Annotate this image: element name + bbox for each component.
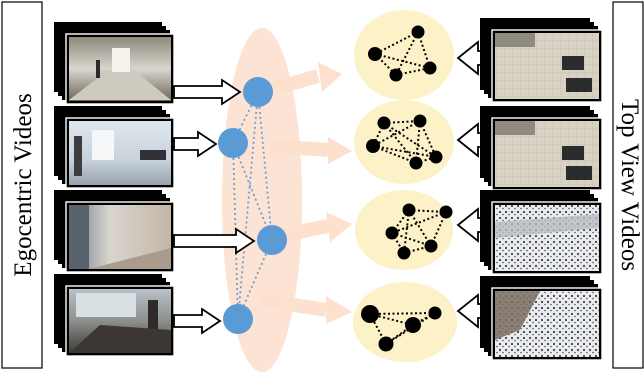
egocentric-stack-3 [54,190,175,273]
graph-node [439,205,453,219]
right-graph-2 [354,100,454,184]
graph-node [366,139,380,153]
input-arrows [173,78,256,335]
graph-node [409,156,423,170]
flow-arrow-4 [260,293,328,317]
egocentric-stack-1 [54,22,175,105]
graph-node [361,305,379,323]
graph-node [389,68,403,82]
graph-node [378,336,394,352]
graph-node [429,150,443,164]
right-graph-3 [355,190,453,270]
egocentric-videos-label: Egocentric Videos [10,93,37,276]
topview-label-box: Top View Videos [612,1,644,369]
flow-arrow-head-3 [326,212,352,242]
topview-stack-2 [480,106,603,191]
input-arrow-3 [173,227,256,255]
topview-stack-4 [480,276,603,361]
flow-arrow-head-1 [318,62,342,92]
central-node-4 [223,304,253,334]
input-arrow-2 [173,130,218,158]
graph-node [368,47,382,61]
egocentric-stack-2 [54,106,175,189]
flow-arrows [260,62,352,324]
topview-stack-3 [480,190,603,275]
graph-node [423,61,437,75]
graph-node [397,246,411,260]
graph-node [377,116,391,130]
topview-arrows [456,40,499,329]
central-node-3 [257,225,287,255]
graph-node [411,25,425,39]
graph-node [428,306,442,320]
flow-arrow-head-4 [326,296,352,324]
flow-arrow-3 [276,219,330,243]
graph-node [385,226,399,240]
input-arrow-1 [173,78,242,106]
topview-stack-1 [480,18,603,103]
top-view-videos-label: Top View Videos [616,99,643,271]
central-node-2 [218,128,248,158]
central-graph-nodes [218,77,287,334]
egocentric-stack-4 [54,274,175,357]
right-graph-1 [354,10,454,100]
egocentric-label-box: Egocentric Videos [1,1,43,369]
input-arrow-4 [173,307,222,335]
central-edge [232,142,239,320]
graph-node [402,203,416,217]
right-graph-4 [353,282,457,362]
flow-arrow-head-2 [328,137,352,164]
central-node-1 [243,77,273,107]
snow-road-frame [495,205,599,271]
flow-arrow-2 [269,139,329,157]
graph-node [424,239,438,253]
graph-node [413,114,427,128]
graph-ellipse [222,28,302,372]
graph-node [405,317,421,333]
